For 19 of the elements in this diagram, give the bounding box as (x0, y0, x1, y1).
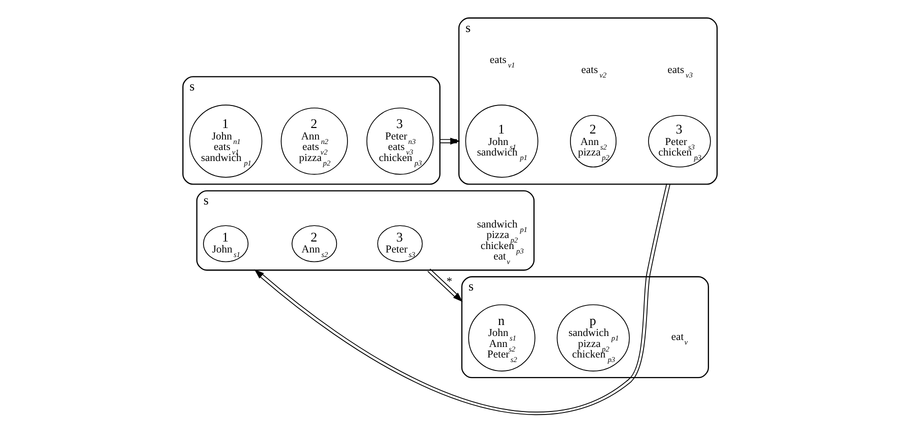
node-circle: p sandwich$_{p1}$ pizza$_{p2}$ chicken$_{p3}$ (556, 304, 630, 372)
arrow (440, 138, 460, 145)
node-circle: n John$_{s1}$ Ann$_{s2}$ Peter$_{s2}$ (468, 304, 536, 372)
arrow (254, 183, 670, 416)
node-ellipse: 3 Peter$_{s3}$ chicken$_{p3}$ (648, 114, 711, 168)
node-ellipse: 2 Ann$_{s2}$ pizza$_{p2}$ (570, 114, 617, 168)
node-circle: 2 Ann$_{n2}$ eats$_{v2}$ pizza$_{p2}$ (280, 108, 348, 175)
node-ellipse: 1 John$_{s1}$ (203, 225, 248, 262)
arrow (427, 268, 463, 302)
node-circle: 1 John$_{s1}$ sandwich$_{p1}$ (465, 104, 538, 178)
node-ellipse: 3 Peter$_{s3}$ (377, 225, 423, 262)
label: eats$_{v2}$ (581, 64, 606, 80)
node-circle: 3 Peter$_{n3}$ eats$_{v3}$ chicken$_{p3}$ (366, 108, 434, 175)
label: eats$_{v3}$ (668, 64, 693, 80)
node-ellipse: 2 Ann$_{s2}$ (292, 225, 338, 262)
label: eats$_{v1}$ (490, 54, 515, 70)
edge-label: * (446, 275, 452, 288)
label: eat$_{v}$ (671, 330, 688, 346)
label: sandwich$_{p1}$ pizza$_{p2}$ chicken$_{p3}$ eat$_{v}$ (476, 218, 528, 266)
